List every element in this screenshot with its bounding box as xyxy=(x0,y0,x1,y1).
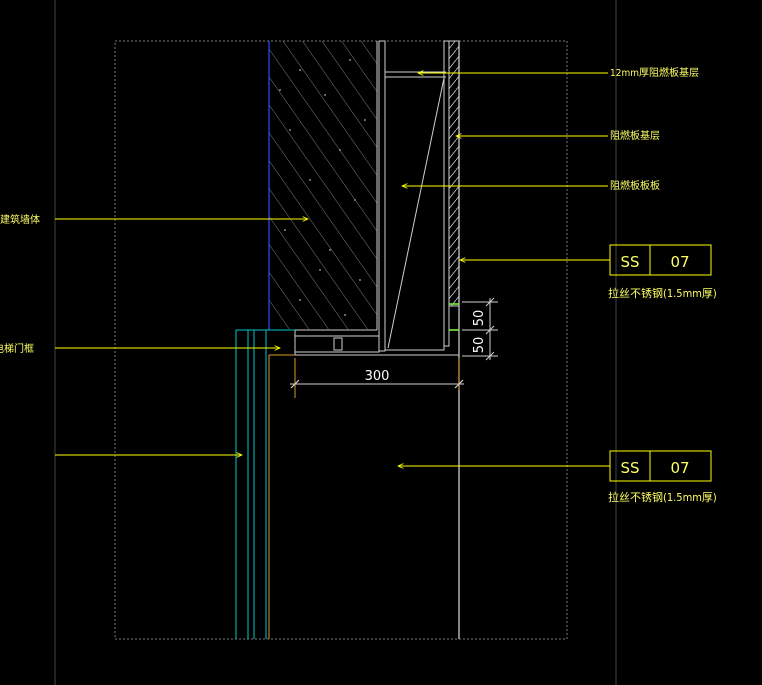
board-diagonal xyxy=(387,77,445,349)
cladding-slats xyxy=(448,40,460,307)
dimension-upper-text: 50 xyxy=(472,310,487,327)
material-tag-1 xyxy=(609,244,712,276)
callout-wall: 建筑墙体 xyxy=(0,213,40,226)
wall-hatch xyxy=(269,41,377,329)
material-tag-2-code: SS xyxy=(620,459,639,477)
wall-aggregate-dots xyxy=(279,59,366,316)
dimension-width xyxy=(290,358,464,398)
material-tag-1-code: SS xyxy=(620,253,639,271)
callout-12mm-base: 12mm厚阻燃板基层 xyxy=(610,66,699,79)
dimension-width-text: 300 xyxy=(365,369,390,384)
material-tag-2 xyxy=(609,450,712,482)
dimension-lower-text: 50 xyxy=(472,337,487,354)
bottom-channel xyxy=(294,335,380,353)
material-tag-2-number: 07 xyxy=(670,459,689,477)
base-board-12mm xyxy=(378,40,386,352)
dimension-height xyxy=(462,297,498,361)
bottom-return-inner xyxy=(385,346,445,351)
callout-board: 阻燃板板板 xyxy=(610,179,660,192)
bottom-bracket xyxy=(333,337,343,351)
leader-lines xyxy=(55,73,610,466)
material-tag-1-desc: 拉丝不锈钢(1.5mm厚) xyxy=(608,286,717,300)
callout-base-layer: 阻燃板基层 xyxy=(610,129,660,142)
door-frame-lines xyxy=(235,329,295,639)
material-tag-2-desc: 拉丝不锈钢(1.5mm厚) xyxy=(608,490,717,504)
callout-door-frame: 电梯门框 xyxy=(0,342,34,355)
cladding-board xyxy=(443,40,450,347)
material-tag-1-number: 07 xyxy=(670,253,689,271)
